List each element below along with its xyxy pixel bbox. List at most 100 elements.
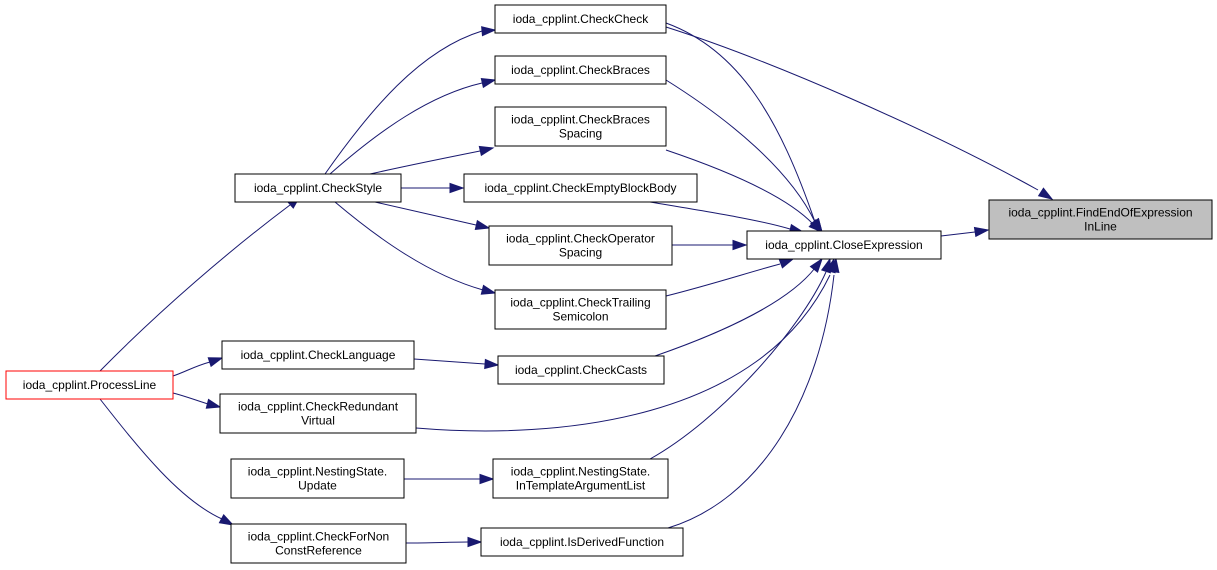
edge-check-style-to-check-empty-block-body xyxy=(401,182,465,194)
edge-process-line-to-check-for-non-const-reference-line xyxy=(99,398,223,520)
node-label-line: ioda_cpplint.CheckForNon xyxy=(248,530,389,544)
node-label-line: ioda_cpplint.ProcessLine xyxy=(23,378,157,392)
node-label-line: ioda_cpplint.CheckStyle xyxy=(254,181,382,195)
node-label-line: ioda_cpplint.NestingState. xyxy=(511,465,650,479)
node-label-line: Virtual xyxy=(301,414,335,428)
edge-check-trailing-semicolon-to-close-expression-arrowhead xyxy=(778,258,795,269)
edge-nesting-state-update-to-in-template-argument-list-arrowhead xyxy=(479,473,495,485)
node-box xyxy=(497,355,665,385)
edge-check-empty-block-body-to-close-expression xyxy=(649,201,805,234)
edge-check-redundant-virtual-to-close-expression-line xyxy=(415,274,831,432)
edge-process-line-to-check-redundant-virtual-line xyxy=(172,392,209,405)
edge-check-for-non-const-reference-to-is-derived-function-line xyxy=(405,541,469,544)
node-box xyxy=(492,458,669,499)
node-label-line: Update xyxy=(298,479,337,493)
node-box xyxy=(480,527,684,557)
edge-nesting-state-update-to-in-template-argument-list xyxy=(404,473,495,485)
edge-is-derived-function-to-close-expression-arrowhead xyxy=(829,257,840,274)
node-label-line: ioda_cpplint.IsDerivedFunction xyxy=(500,535,664,549)
node-check-style[interactable]: ioda_cpplint.CheckStyle xyxy=(234,173,402,203)
node-box xyxy=(494,289,667,330)
node-box xyxy=(494,4,667,34)
node-close-expression[interactable]: ioda_cpplint.CloseExpression xyxy=(746,230,942,260)
node-label-line: Semicolon xyxy=(552,310,608,324)
edge-check-style-to-check-trailing-semicolon-line xyxy=(334,201,484,291)
edge-check-style-to-check-trailing-semicolon-arrowhead xyxy=(480,284,497,295)
edge-in-template-argument-list-to-close-expression-line xyxy=(649,271,827,460)
node-label-line: ioda_cpplint.CheckOperator xyxy=(506,232,655,246)
node-box xyxy=(488,225,673,266)
edge-process-line-to-check-for-non-const-reference-arrowhead xyxy=(218,514,235,526)
edge-check-style-to-check-trailing-semicolon xyxy=(334,201,497,295)
node-box xyxy=(5,370,174,400)
edge-check-braces-to-close-expression-line xyxy=(665,79,816,223)
node-label-line: ioda_cpplint.CheckRedundant xyxy=(238,400,399,414)
edge-check-style-to-check-operator-spacing-arrowhead xyxy=(474,219,491,231)
edge-check-for-non-const-reference-to-is-derived-function-arrowhead xyxy=(467,536,483,548)
edges-layer xyxy=(99,22,1054,548)
node-check-check[interactable]: ioda_cpplint.CheckCheck xyxy=(494,4,667,34)
node-process-line[interactable]: ioda_cpplint.ProcessLine xyxy=(5,370,174,400)
edge-check-empty-block-body-to-close-expression-line xyxy=(649,201,791,230)
node-is-derived-function[interactable]: ioda_cpplint.IsDerivedFunction xyxy=(480,527,684,557)
edge-check-language-to-check-casts-line xyxy=(413,358,486,365)
node-label-line: ioda_cpplint.CheckCasts xyxy=(515,363,647,377)
edge-check-style-to-check-check xyxy=(324,26,497,175)
edge-check-style-to-check-operator-spacing xyxy=(374,201,491,231)
edge-check-style-to-check-braces-spacing-arrowhead xyxy=(478,145,495,157)
edge-in-template-argument-list-to-close-expression xyxy=(649,257,831,460)
edge-check-style-to-check-braces xyxy=(329,77,497,175)
node-check-empty-block-body[interactable]: ioda_cpplint.CheckEmptyBlockBody xyxy=(463,173,698,203)
node-box xyxy=(219,393,417,434)
edge-check-braces-to-close-expression xyxy=(665,79,823,234)
edge-check-style-to-check-braces-spacing-line xyxy=(369,150,481,175)
node-label-line: ioda_cpplint.CloseExpression xyxy=(765,238,922,252)
node-label-line: ioda_cpplint.FindEndOfExpression xyxy=(1008,206,1192,220)
edge-check-braces-spacing-to-close-expression-line xyxy=(665,149,814,225)
edge-check-braces-spacing-to-close-expression-arrowhead xyxy=(808,219,824,234)
edge-check-redundant-virtual-to-close-expression xyxy=(415,257,836,432)
node-box xyxy=(494,106,667,147)
node-label-line: ioda_cpplint.CheckLanguage xyxy=(241,348,396,362)
node-box xyxy=(230,458,405,499)
edge-check-style-to-check-braces-spacing xyxy=(369,145,495,175)
edge-check-style-to-check-empty-block-body-arrowhead xyxy=(449,182,465,194)
node-label-line: InLine xyxy=(1084,220,1117,234)
edge-check-style-to-check-braces-line xyxy=(329,82,483,175)
edge-check-style-to-check-operator-spacing-line xyxy=(374,201,477,226)
edge-process-line-to-check-style-line xyxy=(99,204,291,372)
edge-check-style-to-check-check-arrowhead xyxy=(481,26,497,37)
node-label-line: ioda_cpplint.CheckBraces xyxy=(511,113,650,127)
nodes-layer: ioda_cpplint.FindEndOfExpressionInLineio… xyxy=(5,4,1213,564)
edge-check-braces-spacing-to-close-expression xyxy=(665,149,824,234)
node-box xyxy=(746,230,942,260)
node-box xyxy=(463,173,698,203)
node-check-language[interactable]: ioda_cpplint.CheckLanguage xyxy=(221,340,415,370)
node-in-template-argument-list[interactable]: ioda_cpplint.NestingState.InTemplateArgu… xyxy=(492,458,669,499)
node-nesting-state-update[interactable]: ioda_cpplint.NestingState.Update xyxy=(230,458,405,499)
edge-check-trailing-semicolon-to-close-expression xyxy=(665,258,795,297)
node-check-casts[interactable]: ioda_cpplint.CheckCasts xyxy=(497,355,665,385)
edge-is-derived-function-to-close-expression xyxy=(667,257,840,529)
edge-check-trailing-semicolon-to-close-expression-line xyxy=(665,263,781,297)
edge-process-line-to-check-language-line xyxy=(172,361,211,377)
edge-check-language-to-check-casts xyxy=(413,358,500,370)
edge-process-line-to-check-language-arrowhead xyxy=(207,357,224,368)
edge-is-derived-function-to-close-expression-line xyxy=(667,274,835,529)
edge-check-casts-to-close-expression-line xyxy=(654,267,816,357)
edge-check-language-to-check-casts-arrowhead xyxy=(484,358,500,370)
node-check-braces[interactable]: ioda_cpplint.CheckBraces xyxy=(494,55,667,85)
node-label-line: ioda_cpplint.CheckTrailing xyxy=(510,296,650,310)
node-box xyxy=(221,340,415,370)
edge-close-expression-to-find-end-arrowhead xyxy=(973,226,990,238)
node-box xyxy=(494,55,667,85)
node-box xyxy=(234,173,402,203)
node-label-line: Spacing xyxy=(559,127,602,141)
